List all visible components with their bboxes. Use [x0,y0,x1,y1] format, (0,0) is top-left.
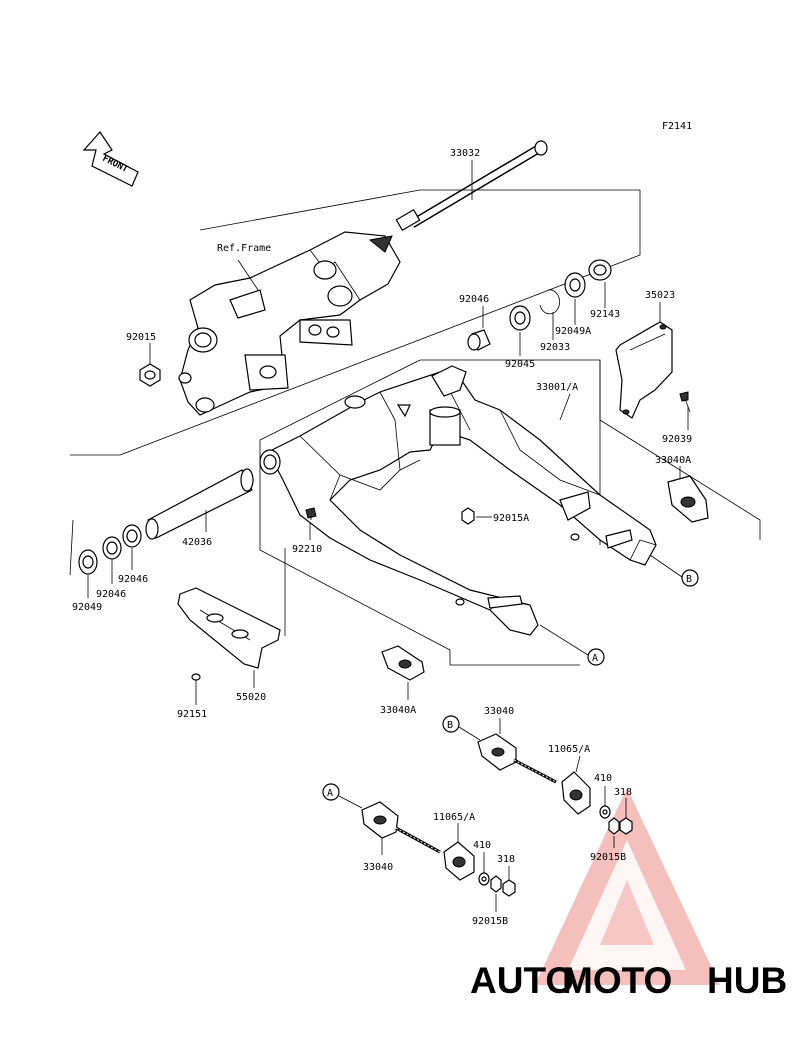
callout-a-1: A [592,653,598,664]
seal-92049A [564,272,586,298]
adjuster-33040-a [361,801,399,839]
screw-92151 [191,673,201,686]
label-92015B-b: 92015B [590,852,626,863]
callout-b-2: B [447,720,453,731]
label-318-b: 318 [614,787,632,798]
label-33040-b: 33040 [484,706,514,717]
label-11065A-a: 11065/A [433,812,475,823]
chain-guard-35023 [615,321,673,419]
watermark-text-auto: AUTO [470,960,574,1001]
label-410-b: 410 [594,773,612,784]
label-33040A-bottom: 33040A [380,705,416,716]
adjuster-bolt-a [395,826,441,854]
washer-410-a [478,872,490,886]
adjuster-block-11065A-b [561,771,591,815]
bearing-92046-b2 [102,536,122,560]
label-92015: 92015 [126,332,156,343]
label-92015A: 92015A [493,513,529,524]
label-92049: 92049 [72,602,102,613]
label-92015B-a: 92015B [472,916,508,927]
swingarm-33001A [259,365,657,636]
label-33040-a: 33040 [363,862,393,873]
label-92210: 92210 [292,544,322,555]
watermark-text-hub: HUB [707,960,787,1001]
label-318-a: 318 [497,854,515,865]
label-92151: 92151 [177,709,207,720]
nut-318-b [619,817,633,835]
label-410-a: 410 [473,840,491,851]
label-92033: 92033 [540,342,570,353]
nut-92015A [461,507,475,525]
label-33040A-right: 33040A [655,455,691,466]
collar-92143 [588,259,612,281]
adjuster-33040-b [477,733,517,771]
sleeve-42036 [145,468,254,540]
adjuster-bolt-b [513,758,557,784]
bolt-92210 [305,507,317,520]
callout-b-1: B [686,574,692,585]
label-11065A-b: 11065/A [548,744,590,755]
watermark-text-moto: MOTO [562,960,672,1001]
label-55020: 55020 [236,692,266,703]
label-92045: 92045 [505,359,535,370]
label-92046-b1: 92046 [118,574,148,585]
label-92046-b2: 92046 [96,589,126,600]
nut-318-a [502,879,516,897]
bolt-92039 [679,391,691,413]
seal-92049 [78,549,98,575]
front-arrow-icon: FRONT [82,131,139,187]
adjuster-block-11065A-a [443,841,475,881]
label-92046-top: 92046 [459,294,489,305]
label-92049A: 92049A [555,326,591,337]
label-35023: 35023 [645,290,675,301]
chain-slider-55020 [177,587,281,669]
pivot-shaft [395,140,548,232]
figure-code: F2141 [662,121,692,132]
label-33001A: 33001/A [536,382,578,393]
washer-410-b [599,805,611,819]
watermark: AUTO MOTO HUB [470,788,787,1001]
frame-section [178,231,401,416]
bearing-92046-b1 [122,524,142,548]
label-33032: 33032 [450,148,480,159]
adjuster-33040A-right [667,475,709,523]
callout-a-2: A [327,788,333,799]
nut-92015 [139,363,161,387]
nut-92015B-a [490,875,502,893]
circlip-92033 [539,289,560,315]
adjuster-33040A-bottom [381,645,425,681]
bearing-92046-top [467,329,491,351]
label-42036: 42036 [182,537,212,548]
label-92143: 92143 [590,309,620,320]
label-ref-frame: Ref.Frame [217,243,271,254]
bearing-92045 [509,305,531,331]
nut-92015B-b [608,817,620,835]
label-92039: 92039 [662,434,692,445]
